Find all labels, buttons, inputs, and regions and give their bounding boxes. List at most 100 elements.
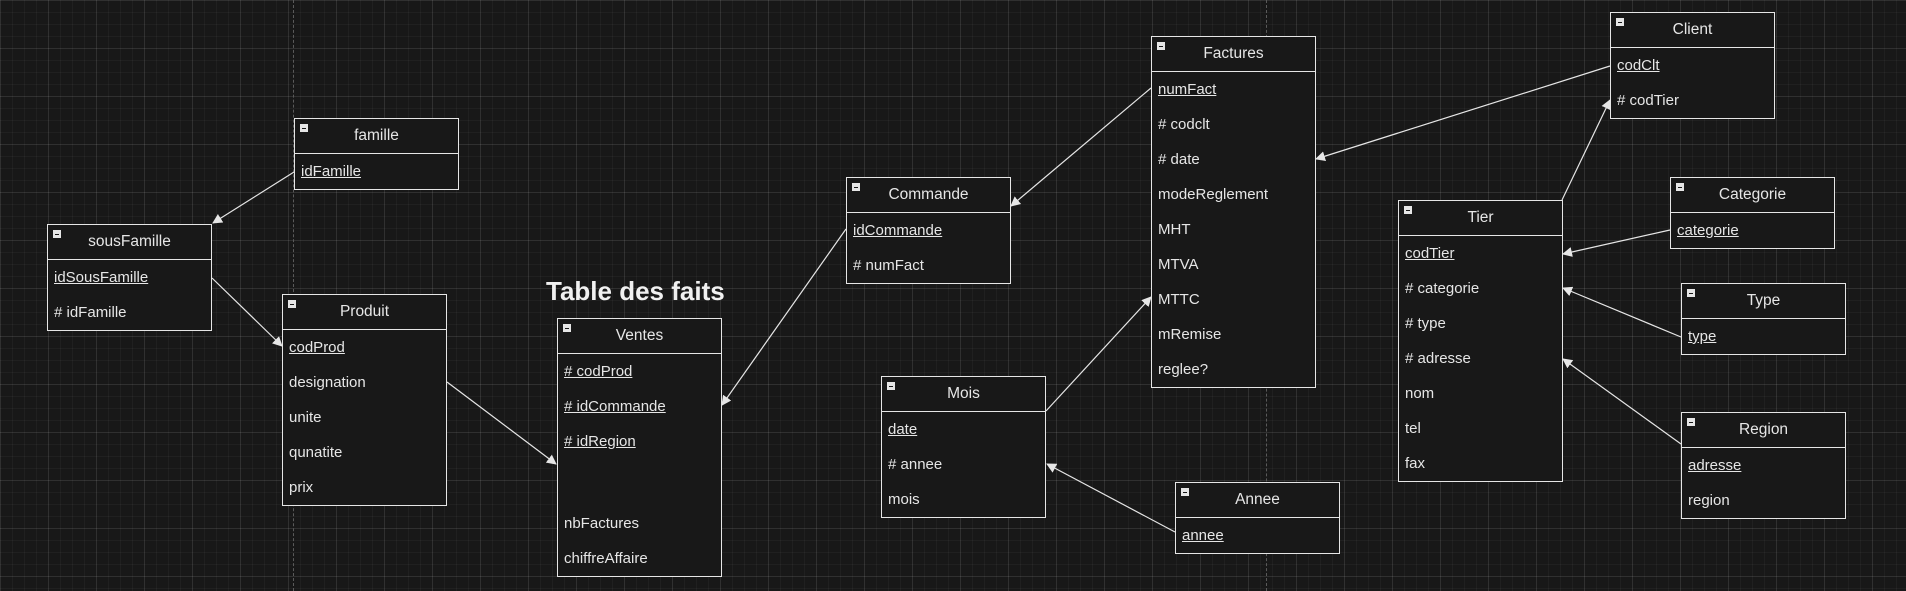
relation-client-factures [1315,65,1611,162]
entity-title: sousFamille [88,233,171,250]
relation-commande-ventes [721,228,847,406]
entity-header[interactable]: famille [295,119,458,154]
attribute-row[interactable]: MTTC [1158,291,1200,308]
entity-header[interactable]: Mois [882,377,1045,412]
entity-header[interactable]: Annee [1176,483,1339,518]
entity-title: Factures [1203,45,1264,62]
entity-client[interactable]: Client codClt # codTier [1610,12,1775,119]
fact-table-title: Table des faits [546,276,725,306]
collapse-icon[interactable] [852,183,860,191]
entity-commande[interactable]: Commande idCommande # numFact [846,177,1011,284]
attribute-row[interactable]: mRemise [1158,326,1222,343]
entity-categorie[interactable]: Categorie categorie [1670,177,1835,249]
attribute-row[interactable]: # date [1158,151,1200,168]
entity-title: Ventes [615,327,664,344]
entity-famille[interactable]: famille idFamille [294,118,459,190]
collapse-icon[interactable] [300,124,308,132]
attribute-row[interactable]: # annee [888,456,943,473]
entity-header[interactable]: Categorie [1671,178,1834,213]
entity-ventes[interactable]: Ventes # codProd # idCommande # idRegion nbF… [557,318,722,577]
entity-header[interactable]: sousFamille [48,225,211,260]
attribute-row[interactable]: nbFactures [564,515,640,532]
entity-factures[interactable]: Factures numFact # codclt # date modeRegleme… [1151,36,1316,388]
primary-key-attribute[interactable]: idCommande [853,222,943,239]
attribute-row[interactable]: unite [289,409,322,426]
primary-key-attribute[interactable]: # codProd [564,363,633,380]
collapse-icon[interactable] [288,300,296,308]
relation-famille-sousFamille [212,171,295,224]
collapse-icon[interactable] [1687,289,1695,297]
relation-produit-ventes [446,381,557,465]
attribute-row[interactable]: region [1688,492,1730,509]
primary-key-attribute[interactable]: # idRegion [564,433,636,450]
primary-key-attribute[interactable]: annee [1182,527,1224,544]
attribute-row[interactable]: # codclt [1158,116,1210,133]
attribute-row[interactable]: chiffreAffaire [564,550,648,567]
attribute-row[interactable]: prix [289,479,314,496]
entity-tier[interactable]: Tier codTier # categorie # type # adresse nom… [1398,200,1563,482]
entity-header[interactable]: Tier [1399,201,1562,236]
entity-region[interactable]: Region adresse region [1681,412,1846,519]
primary-key-attribute[interactable]: codProd [289,339,345,356]
attribute-row[interactable]: designation [289,374,366,391]
entity-mois[interactable]: Mois date # annee mois [881,376,1046,518]
entity-title: Tier [1467,209,1494,226]
entity-produit[interactable]: Produit codProd designation unite qunatite pr… [282,294,447,506]
primary-key-attribute[interactable]: categorie [1677,222,1739,239]
primary-key-attribute[interactable]: idFamille [301,163,362,180]
primary-key-attribute[interactable]: date [888,421,918,438]
entity-header[interactable]: Region [1682,413,1845,448]
attribute-row[interactable]: nom [1405,385,1435,402]
entity-header[interactable]: Factures [1152,37,1315,72]
primary-key-attribute[interactable]: numFact [1158,81,1217,98]
relation-factures-commande [1010,87,1152,207]
attribute-row[interactable]: MHT [1158,221,1191,238]
entity-header[interactable]: Type [1682,284,1845,319]
primary-key-attribute[interactable]: adresse [1688,457,1742,474]
relation-categorie-tier [1562,229,1671,257]
entity-header[interactable]: Commande [847,178,1010,213]
entity-sousFamille[interactable]: sousFamille idSousFamille # idFamille [47,224,212,331]
attribute-row[interactable]: fax [1405,455,1426,472]
attribute-row[interactable]: modeReglement [1158,186,1269,203]
collapse-icon[interactable] [1404,206,1412,214]
attribute-row[interactable]: # codTier [1617,92,1679,109]
attribute-row[interactable]: # categorie [1405,280,1480,297]
entity-title: Categorie [1718,186,1787,203]
entity-title: Produit [339,303,390,320]
attribute-row[interactable]: # numFact [853,257,924,274]
primary-key-attribute[interactable]: codClt [1617,57,1660,74]
collapse-icon[interactable] [887,382,895,390]
collapse-icon[interactable] [53,230,61,238]
entity-title: Commande [888,186,969,203]
entity-type[interactable]: Type type [1681,283,1846,355]
entity-header[interactable]: Produit [283,295,446,330]
attribute-row[interactable]: mois [888,491,920,508]
relation-sousFamille-produit [211,277,283,347]
relation-type-tier [1562,286,1682,338]
collapse-icon[interactable] [1687,418,1695,426]
collapse-icon[interactable] [1181,488,1189,496]
entity-annee[interactable]: Annee annee [1175,482,1340,554]
attribute-row[interactable]: tel [1405,420,1421,437]
attribute-row[interactable]: # idFamille [54,304,127,321]
entity-header[interactable]: Ventes [558,319,721,354]
primary-key-attribute[interactable]: idSousFamille [54,269,149,286]
attribute-row[interactable]: MTVA [1158,256,1199,273]
collapse-icon[interactable] [1616,18,1624,26]
attribute-row[interactable]: reglee? [1158,361,1209,378]
collapse-icon[interactable] [1676,183,1684,191]
collapse-icon[interactable] [1157,42,1165,50]
relation-tier-client [1561,99,1611,201]
attribute-row[interactable]: # type [1405,315,1446,332]
entity-header[interactable]: Client [1611,13,1774,48]
primary-key-attribute[interactable]: type [1688,328,1717,345]
attribute-row[interactable]: # adresse [1405,350,1471,367]
entity-title: Client [1672,21,1713,38]
primary-key-attribute[interactable]: codTier [1405,245,1455,262]
attribute-row[interactable]: qunatite [289,444,343,461]
primary-key-attribute[interactable]: # idCommande [564,398,666,415]
collapse-icon[interactable] [563,324,571,332]
